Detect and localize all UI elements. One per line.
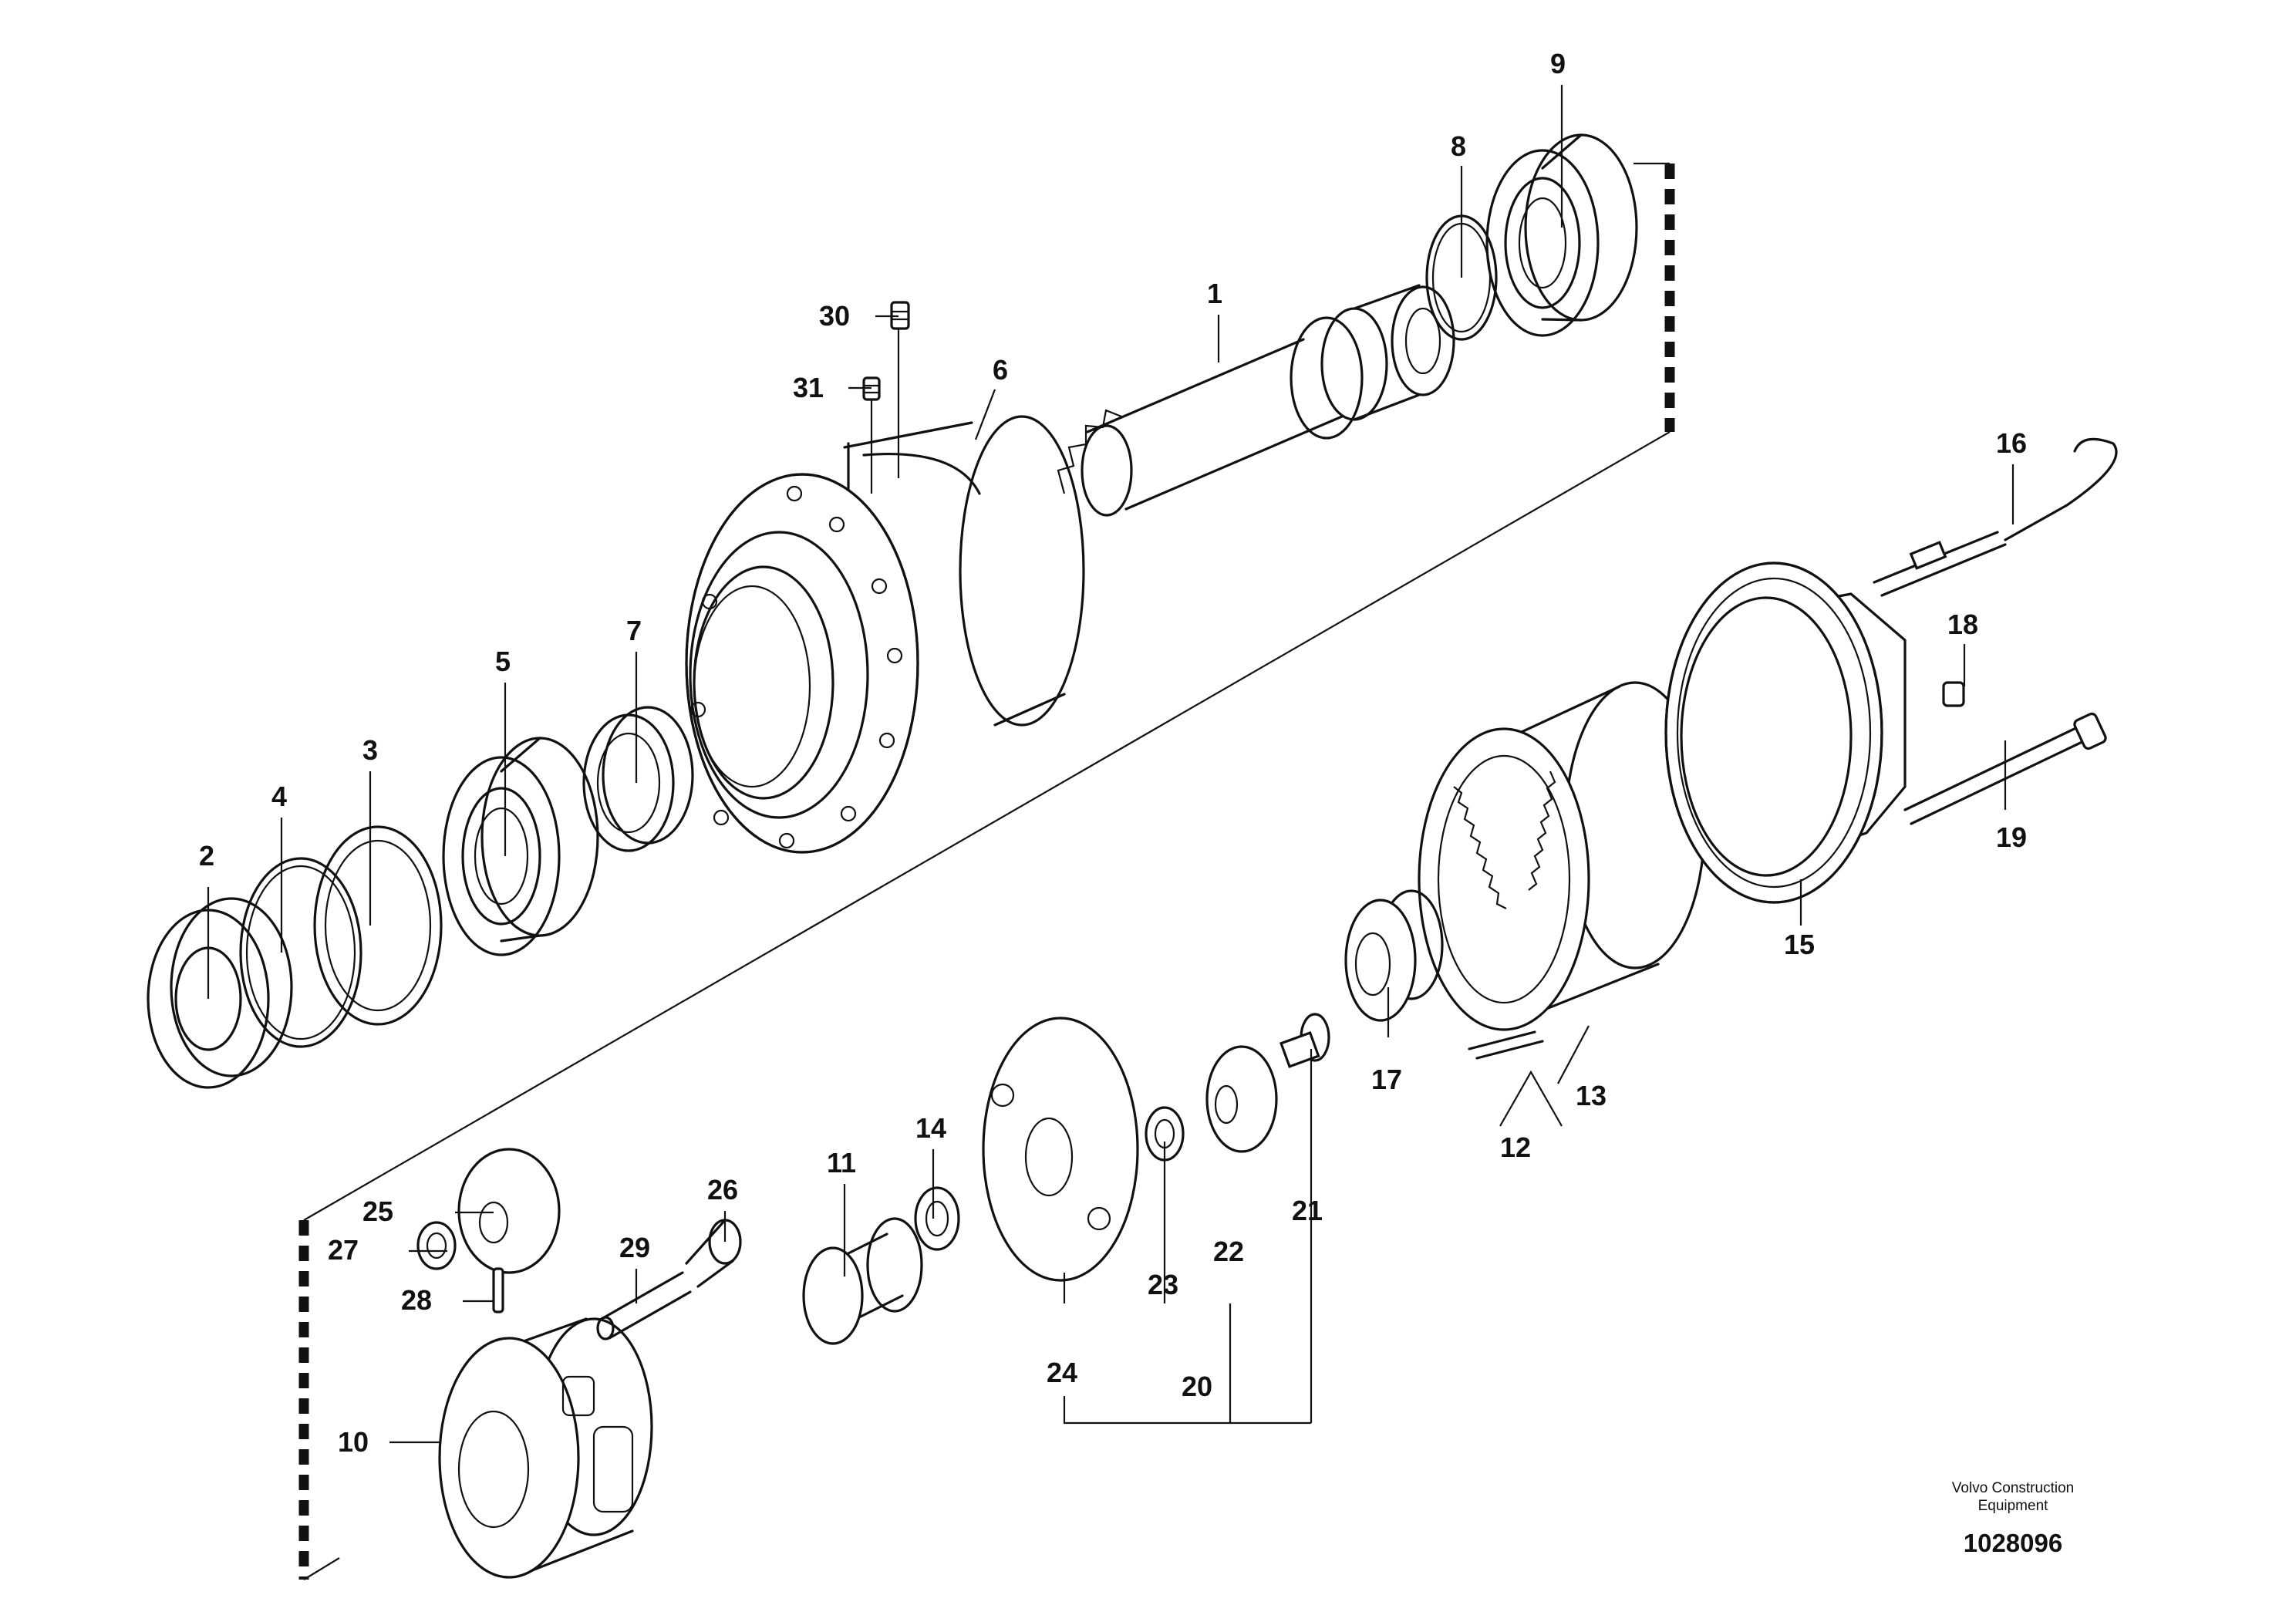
callout-29: 29 bbox=[619, 1232, 650, 1263]
part-pin-21 bbox=[1279, 1013, 1330, 1068]
callout-3: 3 bbox=[362, 734, 378, 766]
callout-17: 17 bbox=[1371, 1064, 1402, 1095]
part-bearing-5 bbox=[442, 737, 599, 956]
leader-lines bbox=[207, 85, 2014, 1444]
brand-line-2: Equipment bbox=[1978, 1498, 2049, 1514]
part-ring-gear-13 bbox=[1418, 681, 1706, 1031]
brand-line-1: Volvo Construction bbox=[1952, 1480, 2074, 1496]
part-pin-28 bbox=[492, 1267, 504, 1313]
part-gear-25 bbox=[457, 1148, 561, 1274]
callout-12: 12 bbox=[1500, 1131, 1531, 1163]
callout-19: 19 bbox=[1996, 821, 2027, 853]
callout-20: 20 bbox=[1182, 1371, 1212, 1402]
callout-7: 7 bbox=[626, 615, 642, 646]
part-cover-15 bbox=[1664, 561, 1907, 904]
callout-30: 30 bbox=[819, 300, 850, 332]
part-pin-29 bbox=[596, 1271, 692, 1340]
document-number: 1028096 bbox=[1964, 1529, 2062, 1557]
callout-27: 27 bbox=[328, 1234, 359, 1266]
part-carrier-24 bbox=[982, 1017, 1139, 1282]
part-seal-7 bbox=[582, 706, 694, 852]
part-bolt-19 bbox=[1903, 712, 2107, 825]
callout-26: 26 bbox=[707, 1174, 738, 1206]
part-bushing-26 bbox=[685, 1219, 742, 1288]
assembly-boundary bbox=[298, 162, 1675, 1580]
part-washer-14 bbox=[914, 1186, 960, 1251]
callout-1: 1 bbox=[1207, 278, 1222, 309]
footer: Volvo Construction Equipment 1028096 bbox=[1952, 1480, 2074, 1557]
callout-15: 15 bbox=[1784, 929, 1815, 960]
callout-28: 28 bbox=[401, 1284, 432, 1316]
callouts: 1 2 3 4 5 6 7 8 9 10 11 12 13 14 15 16 1… bbox=[199, 48, 2027, 1458]
callout-6: 6 bbox=[993, 354, 1008, 386]
callout-18: 18 bbox=[1947, 609, 1978, 640]
part-shaft bbox=[1057, 284, 1455, 517]
part-pinion-17 bbox=[1344, 889, 1444, 1022]
part-hub-6 bbox=[685, 415, 1085, 854]
part-sun-gear-11 bbox=[802, 1217, 923, 1345]
callout-23: 23 bbox=[1148, 1269, 1178, 1300]
part-hose-16 bbox=[1873, 437, 2118, 597]
part-washer-27 bbox=[416, 1221, 457, 1270]
part-bearing-9 bbox=[1485, 133, 1638, 337]
part-shim-3 bbox=[313, 825, 443, 1026]
callout-9: 9 bbox=[1550, 48, 1566, 79]
callout-14: 14 bbox=[915, 1112, 946, 1144]
part-gear-22 bbox=[1205, 1045, 1278, 1153]
part-pins-12 bbox=[1468, 1030, 1544, 1060]
callout-8: 8 bbox=[1451, 130, 1466, 162]
callout-25: 25 bbox=[362, 1195, 393, 1227]
callout-31: 31 bbox=[793, 372, 824, 403]
callout-24: 24 bbox=[1047, 1357, 1077, 1388]
callout-5: 5 bbox=[495, 646, 511, 677]
callout-21: 21 bbox=[1292, 1195, 1323, 1226]
callout-10: 10 bbox=[338, 1426, 369, 1458]
part-plug-18 bbox=[1942, 681, 1965, 707]
callout-16: 16 bbox=[1996, 427, 2027, 459]
callout-4: 4 bbox=[271, 781, 287, 812]
part-snap-ring-4 bbox=[239, 857, 362, 1048]
callout-2: 2 bbox=[199, 840, 214, 872]
callout-13: 13 bbox=[1576, 1080, 1607, 1111]
part-carrier-10 bbox=[438, 1317, 653, 1579]
callout-22: 22 bbox=[1213, 1236, 1244, 1267]
part-seal-2 bbox=[147, 897, 293, 1089]
callout-11: 11 bbox=[827, 1147, 856, 1179]
